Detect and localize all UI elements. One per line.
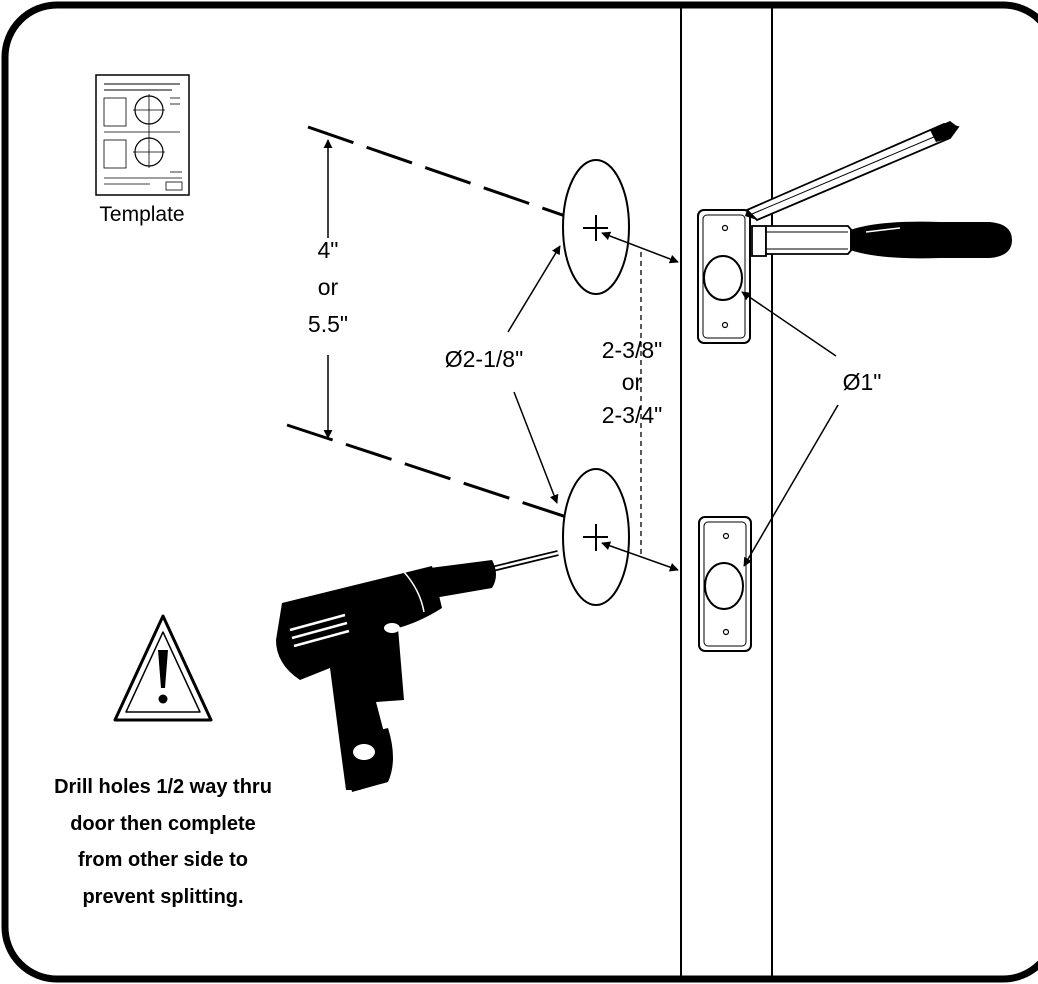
face-bore-top: [562, 159, 630, 295]
latch-plate: [698, 516, 752, 652]
warning-triangle-icon: [113, 614, 213, 722]
edge-bore-arrow-bottom: [743, 404, 839, 567]
backset-arrow-top: [601, 231, 679, 264]
bore-diameter-label: Ø2-1/8": [445, 346, 523, 372]
template-label: Template: [99, 203, 184, 226]
bore-diameter-arrow-top: [507, 245, 561, 333]
backset-label-line3: 2-3/4": [602, 402, 663, 428]
warning-text-line1: Drill holes 1/2 way thru: [54, 776, 272, 798]
spacing-label-line1: 4": [318, 237, 339, 263]
backset-label-line2: or: [622, 369, 643, 395]
backset-label-line1: 2-3/8": [602, 337, 663, 363]
backset-arrow-bottom: [601, 541, 679, 572]
edge-bore-arrow-top: [741, 291, 837, 357]
bore-center-lines: [286, 125, 601, 530]
drill-icon: [276, 550, 559, 792]
edge-bore-label: Ø1": [843, 369, 882, 395]
spacing-label-line2: or: [318, 274, 339, 300]
warning-text-line2: door then complete: [70, 813, 256, 835]
pencil-icon: [745, 121, 960, 222]
bore-diameter-arrow-bottom: [513, 391, 559, 504]
door-edge: [680, 8, 773, 978]
strike-plate-icon: [697, 209, 751, 344]
warning-text-line3: from other side to: [78, 849, 248, 871]
chisel-icon: [751, 221, 1012, 259]
template-sheet-icon: [95, 74, 190, 196]
warning-text-line4: prevent splitting.: [82, 886, 243, 908]
spacing-label-line3: 5.5": [308, 311, 348, 337]
face-bore-bottom: [562, 468, 630, 606]
